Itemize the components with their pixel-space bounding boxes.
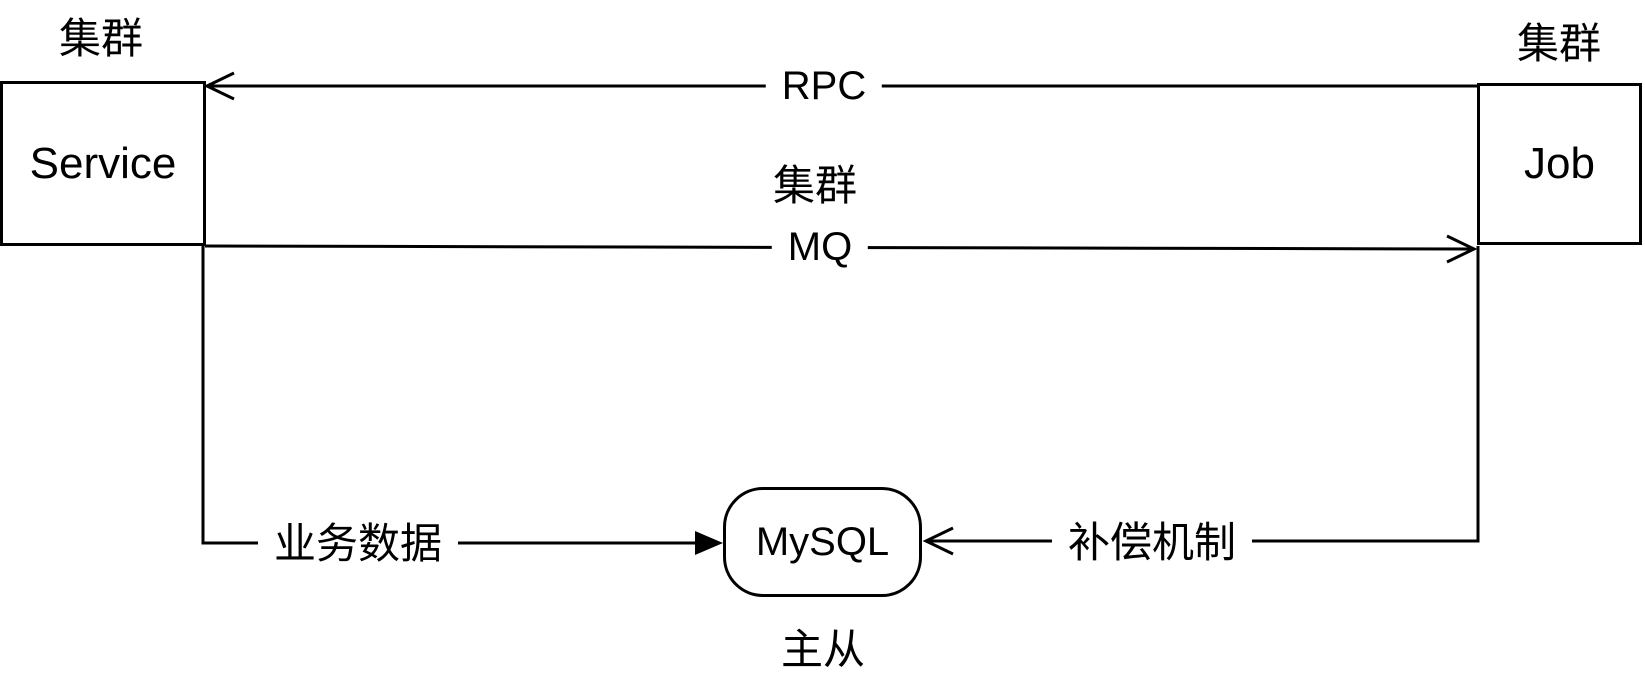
mysql-node: MySQL [723, 487, 922, 597]
business-data-line [201, 246, 696, 545]
compensation-edge-label: 补偿机制 [1051, 519, 1253, 567]
job-node-label: Job [1524, 139, 1595, 188]
business-data-arrowhead-icon [695, 531, 723, 555]
service-cluster-tag: 集群 [58, 14, 144, 62]
mq-edge-label: MQ [771, 225, 869, 269]
business-data-edge-label: 业务数据 [257, 520, 459, 568]
job-cluster-tag: 集群 [1516, 19, 1602, 67]
rpc-arrowhead-icon [203, 71, 235, 101]
job-node: Job [1477, 83, 1642, 245]
service-node-label: Service [29, 138, 177, 188]
compensation-line [926, 246, 1480, 543]
mq-arrowhead-icon [1446, 234, 1478, 264]
rpc-edge-label: RPC [765, 64, 883, 108]
mysql-mode-tag: 主从 [780, 625, 866, 673]
service-node: Service [0, 81, 206, 246]
mysql-node-label: MySQL [755, 519, 890, 564]
mq-cluster-tag: 集群 [772, 161, 858, 209]
compensation-arrowhead-icon [922, 526, 954, 556]
